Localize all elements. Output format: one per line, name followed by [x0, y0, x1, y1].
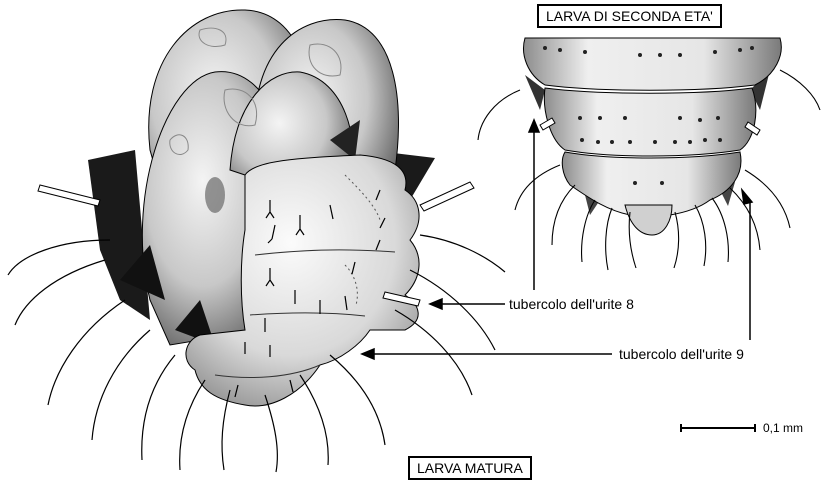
anal-lobe [625, 205, 672, 235]
scale-bar [681, 424, 755, 432]
left-flange [88, 150, 150, 320]
scale-bar-label: 0,1 mm [763, 421, 803, 435]
upper-segment [524, 38, 782, 90]
middle-segment [544, 88, 755, 156]
shell-spot [205, 177, 225, 213]
callout-tubercle-9: tubercolo dell'urite 9 [619, 346, 744, 362]
label-second-instar: LARVA DI SECONDA ETA' [537, 4, 722, 28]
label-mature-larva: LARVA MATURA [408, 456, 532, 480]
mature-larva [8, 10, 505, 472]
callout-tubercle-8: tubercolo dell'urite 8 [509, 296, 634, 312]
second-instar-larva [478, 38, 820, 270]
callout-arrows [362, 120, 752, 359]
